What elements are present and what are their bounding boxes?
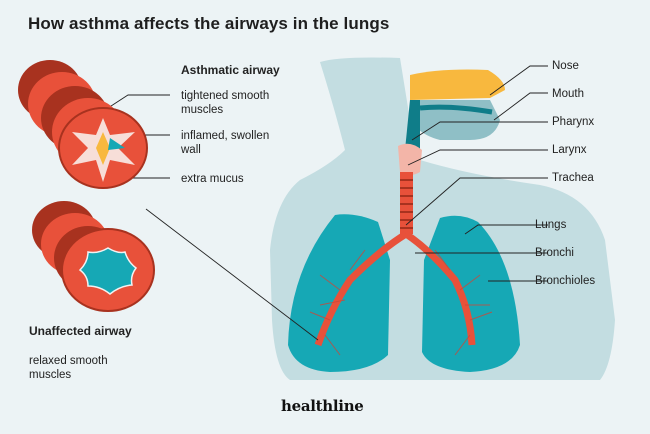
label-trachea: Trachea [552,172,594,184]
bronchi [314,231,476,347]
label-lungs: Lungs [535,219,567,231]
label-bronchi: Bronchi [535,247,574,259]
unaffected-airway-heading: Unaffected airway [29,324,132,338]
page-title: How asthma affects the airways in the lu… [28,14,390,33]
larynx [398,143,422,175]
label-relaxed-smooth-muscles: relaxed smooth muscles [29,355,108,381]
label-larynx: Larynx [552,144,587,156]
healthline-logo: healthline [281,397,364,415]
unaffected-airway-illustration [32,201,155,312]
right-lung [422,215,520,372]
label-bronchioles: Bronchioles [535,275,596,287]
label-extra-mucus: extra mucus [181,173,244,185]
asthmatic-airway-illustration [18,60,148,189]
label-tightened-smooth-muscles: tightened smooth muscles [181,90,270,116]
asthmatic-airway-heading: Asthmatic airway [181,63,280,77]
label-inflamed-swollen-wall: inflamed, swollen wall [181,130,270,156]
label-pharynx: Pharynx [552,116,595,128]
label-mouth: Mouth [552,88,584,100]
nose-cavity [410,69,505,100]
label-nose: Nose [552,60,579,72]
